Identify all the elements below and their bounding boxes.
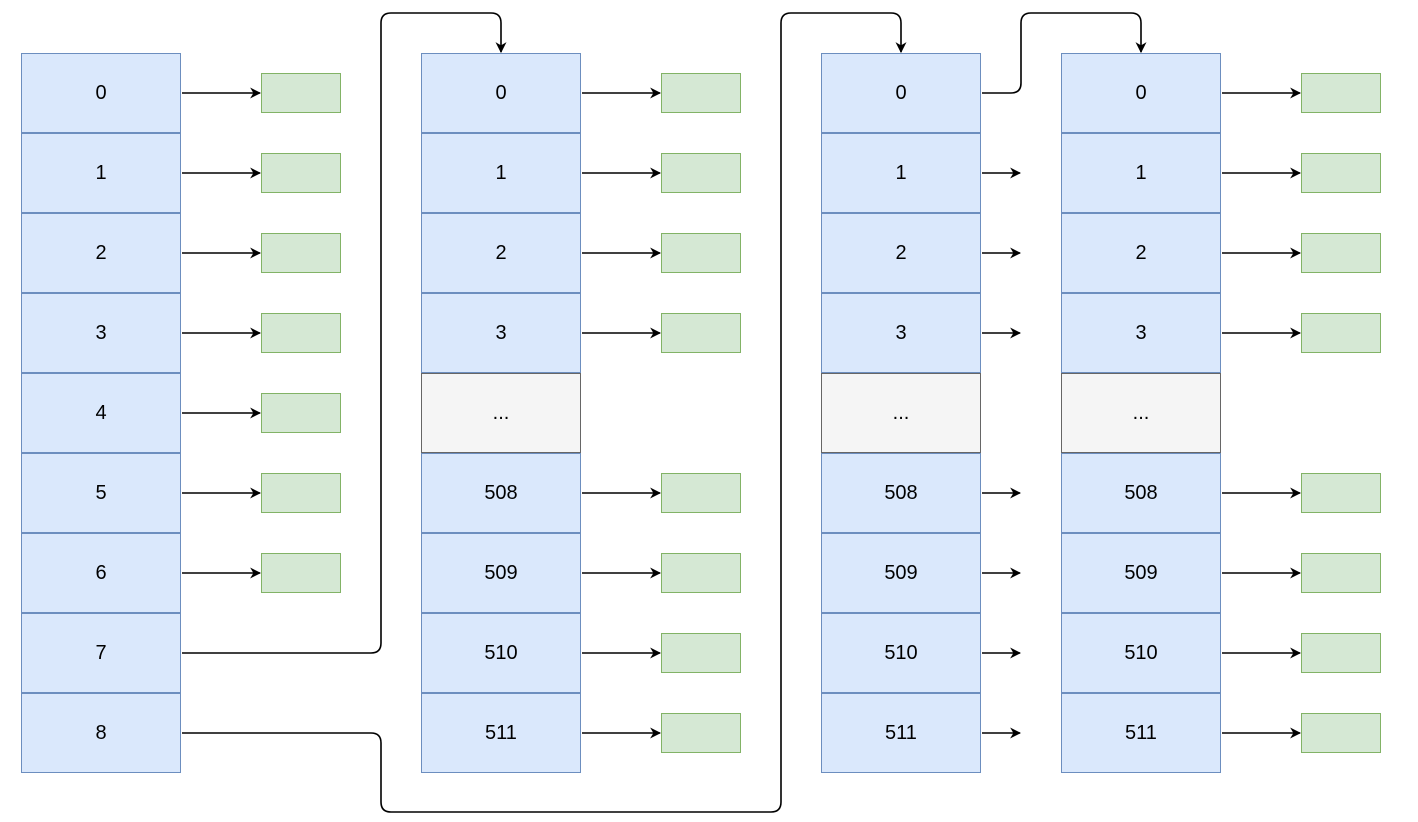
ellipsis-cell: ... xyxy=(821,373,981,453)
leaf-page-box xyxy=(661,233,741,273)
table-entry: 511 xyxy=(421,693,581,773)
table-entry: 1 xyxy=(821,133,981,213)
connector-7-to-table-2 xyxy=(182,12,507,654)
table-entry: 510 xyxy=(821,613,981,693)
leaf-page-box xyxy=(661,553,741,593)
table-entry: 1 xyxy=(421,133,581,213)
table-entry: 508 xyxy=(821,453,981,533)
leaf-page-box xyxy=(661,313,741,353)
table-entry: 6 xyxy=(21,533,181,613)
table-entry: 511 xyxy=(1061,693,1221,773)
leaf-page-box xyxy=(1301,473,1381,513)
leaf-page-box xyxy=(261,553,341,593)
table-entry: 7 xyxy=(21,613,181,693)
leaf-page-box xyxy=(1301,553,1381,593)
table-entry: 3 xyxy=(21,293,181,373)
table-entry: 1 xyxy=(21,133,181,213)
table-entry: 508 xyxy=(421,453,581,533)
table-entry: 1 xyxy=(1061,133,1221,213)
table-entry: 8 xyxy=(21,693,181,773)
connector-8-to-table-3 xyxy=(182,12,907,813)
leaf-page-box xyxy=(1301,153,1381,193)
table-entry: 2 xyxy=(821,213,981,293)
table-entry: 3 xyxy=(1061,293,1221,373)
table-entry: 0 xyxy=(421,53,581,133)
ellipsis-cell: ... xyxy=(1061,373,1221,453)
leaf-page-box xyxy=(261,233,341,273)
leaf-page-box xyxy=(261,473,341,513)
table-entry: 0 xyxy=(21,53,181,133)
leaf-page-box xyxy=(261,313,341,353)
leaf-page-box xyxy=(661,73,741,113)
table-entry: 5 xyxy=(21,453,181,533)
table-entry: 508 xyxy=(1061,453,1221,533)
connector-0-to-table-4 xyxy=(982,12,1147,94)
table-entry: 2 xyxy=(1061,213,1221,293)
leaf-page-box xyxy=(661,473,741,513)
leaf-page-box xyxy=(1301,713,1381,753)
leaf-page-box xyxy=(261,73,341,113)
ellipsis-cell: ... xyxy=(421,373,581,453)
leaf-page-box xyxy=(1301,73,1381,113)
leaf-page-box xyxy=(261,393,341,433)
table-entry: 0 xyxy=(821,53,981,133)
table-entry: 2 xyxy=(21,213,181,293)
table-entry: 510 xyxy=(1061,613,1221,693)
table-entry: 509 xyxy=(421,533,581,613)
table-entry: 509 xyxy=(821,533,981,613)
table-entry: 4 xyxy=(21,373,181,453)
leaf-page-box xyxy=(1301,233,1381,273)
table-entry: 511 xyxy=(821,693,981,773)
leaf-page-box xyxy=(661,153,741,193)
table-entry: 509 xyxy=(1061,533,1221,613)
table-entry: 2 xyxy=(421,213,581,293)
table-entry: 3 xyxy=(421,293,581,373)
leaf-page-box xyxy=(661,633,741,673)
leaf-page-box xyxy=(661,713,741,753)
leaf-page-box xyxy=(261,153,341,193)
leaf-page-box xyxy=(1301,633,1381,673)
leaf-page-box xyxy=(1301,313,1381,353)
table-entry: 3 xyxy=(821,293,981,373)
table-entry: 0 xyxy=(1061,53,1221,133)
table-entry: 510 xyxy=(421,613,581,693)
